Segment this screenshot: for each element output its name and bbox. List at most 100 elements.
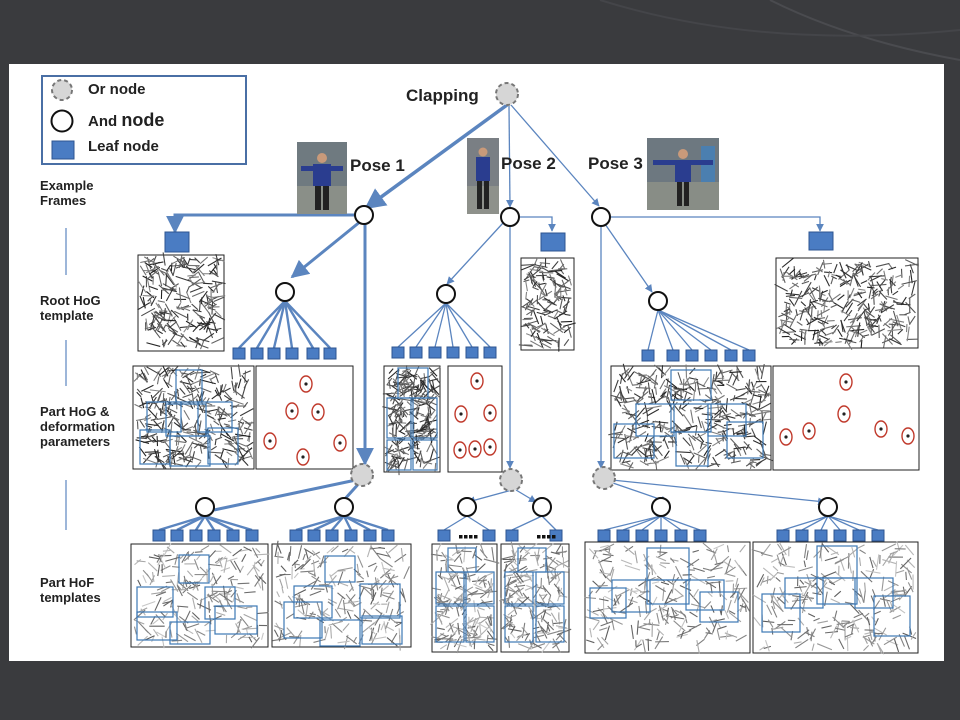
hog-stroke xyxy=(218,593,233,603)
hog-stroke xyxy=(261,577,264,591)
hog-stroke xyxy=(195,265,205,277)
pose-3-example-frame xyxy=(647,138,719,210)
deformation-anchor xyxy=(304,382,308,386)
hog-stroke xyxy=(549,273,555,287)
hog-stroke xyxy=(892,290,899,296)
hog-stroke xyxy=(874,618,879,626)
hog-stroke xyxy=(888,338,902,346)
hog-stroke xyxy=(337,567,353,572)
hog-stroke xyxy=(385,601,390,614)
hog-stroke xyxy=(766,575,769,584)
row-label-line: Example xyxy=(40,178,94,193)
hog-stroke xyxy=(752,394,763,398)
hog-stroke xyxy=(194,364,201,380)
hog-stroke xyxy=(479,579,488,585)
hog-stroke xyxy=(208,601,210,613)
pose-3-part-edge xyxy=(657,309,693,351)
hog-stroke xyxy=(387,368,400,380)
hog-stroke xyxy=(447,623,454,632)
hog-stroke xyxy=(245,420,251,426)
hog-stroke xyxy=(760,383,770,397)
hog-stroke xyxy=(356,580,364,583)
pose-1-part-leaf-node xyxy=(285,347,299,360)
hog-stroke xyxy=(712,621,718,634)
hog-stroke xyxy=(783,308,791,313)
hog-stroke xyxy=(166,322,178,335)
hog-stroke xyxy=(807,291,815,301)
hog-stroke xyxy=(154,597,162,612)
pose-1-hof-or-node xyxy=(350,463,374,487)
hog-stroke xyxy=(602,553,614,557)
part-box xyxy=(611,579,651,613)
hog-stroke xyxy=(133,372,143,382)
hog-stroke xyxy=(456,627,470,637)
hog-stroke xyxy=(506,614,517,619)
hog-stroke xyxy=(192,309,202,313)
hog-stroke xyxy=(661,388,667,395)
part-box xyxy=(435,605,465,643)
hog-stroke xyxy=(437,574,443,580)
hog-stroke xyxy=(901,280,917,285)
hog-stroke xyxy=(428,405,432,416)
hog-stroke xyxy=(217,417,226,420)
hog-stroke xyxy=(169,268,174,277)
hog-stroke xyxy=(135,417,148,422)
hog-stroke xyxy=(638,372,652,381)
hog-stroke xyxy=(210,375,217,380)
hog-stroke xyxy=(401,410,408,418)
hog-stroke xyxy=(407,445,416,449)
hog-stroke xyxy=(726,599,732,613)
hog-stroke xyxy=(203,282,213,285)
hog-stroke xyxy=(799,579,805,585)
hog-stroke xyxy=(400,547,404,562)
hog-stroke xyxy=(149,389,166,393)
hog-stroke xyxy=(863,303,871,313)
hog-stroke xyxy=(217,410,228,417)
hog-stroke xyxy=(156,631,166,638)
hog-stroke xyxy=(785,294,796,297)
hog-stroke xyxy=(184,375,194,383)
pose-3-hof-leaf-node xyxy=(776,529,790,542)
deformation-ellipse xyxy=(285,402,299,420)
hog-stroke xyxy=(521,264,533,266)
hog-stroke xyxy=(139,420,146,428)
hog-stroke xyxy=(557,560,569,567)
hog-stroke xyxy=(150,322,155,329)
hog-stroke xyxy=(242,401,249,409)
legend-and-node: And node xyxy=(88,110,164,131)
part-box xyxy=(589,587,627,619)
hog-stroke xyxy=(385,590,394,603)
hog-stroke xyxy=(165,382,173,388)
hog-stroke xyxy=(857,299,866,310)
hog-stroke xyxy=(530,330,536,337)
hog-stroke xyxy=(549,322,564,333)
hog-stroke xyxy=(858,557,862,566)
hog-stroke xyxy=(737,448,742,457)
hog-stroke xyxy=(849,329,858,334)
hog-stroke xyxy=(508,567,518,573)
pose-2-part-edge xyxy=(445,302,491,348)
hog-stroke xyxy=(849,272,854,287)
hog-stroke xyxy=(849,287,855,299)
hog-stroke xyxy=(599,569,607,579)
hog-stroke xyxy=(677,630,692,637)
hog-stroke xyxy=(169,315,177,323)
hog-stroke xyxy=(155,614,165,624)
hog-stroke xyxy=(173,255,187,264)
hog-stroke xyxy=(721,405,728,413)
hog-stroke xyxy=(153,554,160,558)
hog-stroke xyxy=(199,299,214,307)
deformation-anchor xyxy=(268,439,272,443)
hog-stroke xyxy=(763,645,772,650)
hog-stroke xyxy=(212,593,221,599)
hog-stroke xyxy=(823,339,832,347)
hog-stroke xyxy=(869,630,873,640)
hog-stroke xyxy=(331,623,343,633)
hog-stroke xyxy=(595,581,606,594)
hog-stroke xyxy=(745,435,756,438)
hog-stroke xyxy=(688,437,695,451)
hog-stroke xyxy=(778,327,791,335)
hog-stroke xyxy=(370,601,380,610)
hog-stroke xyxy=(849,603,860,615)
hog-stroke xyxy=(887,321,898,336)
